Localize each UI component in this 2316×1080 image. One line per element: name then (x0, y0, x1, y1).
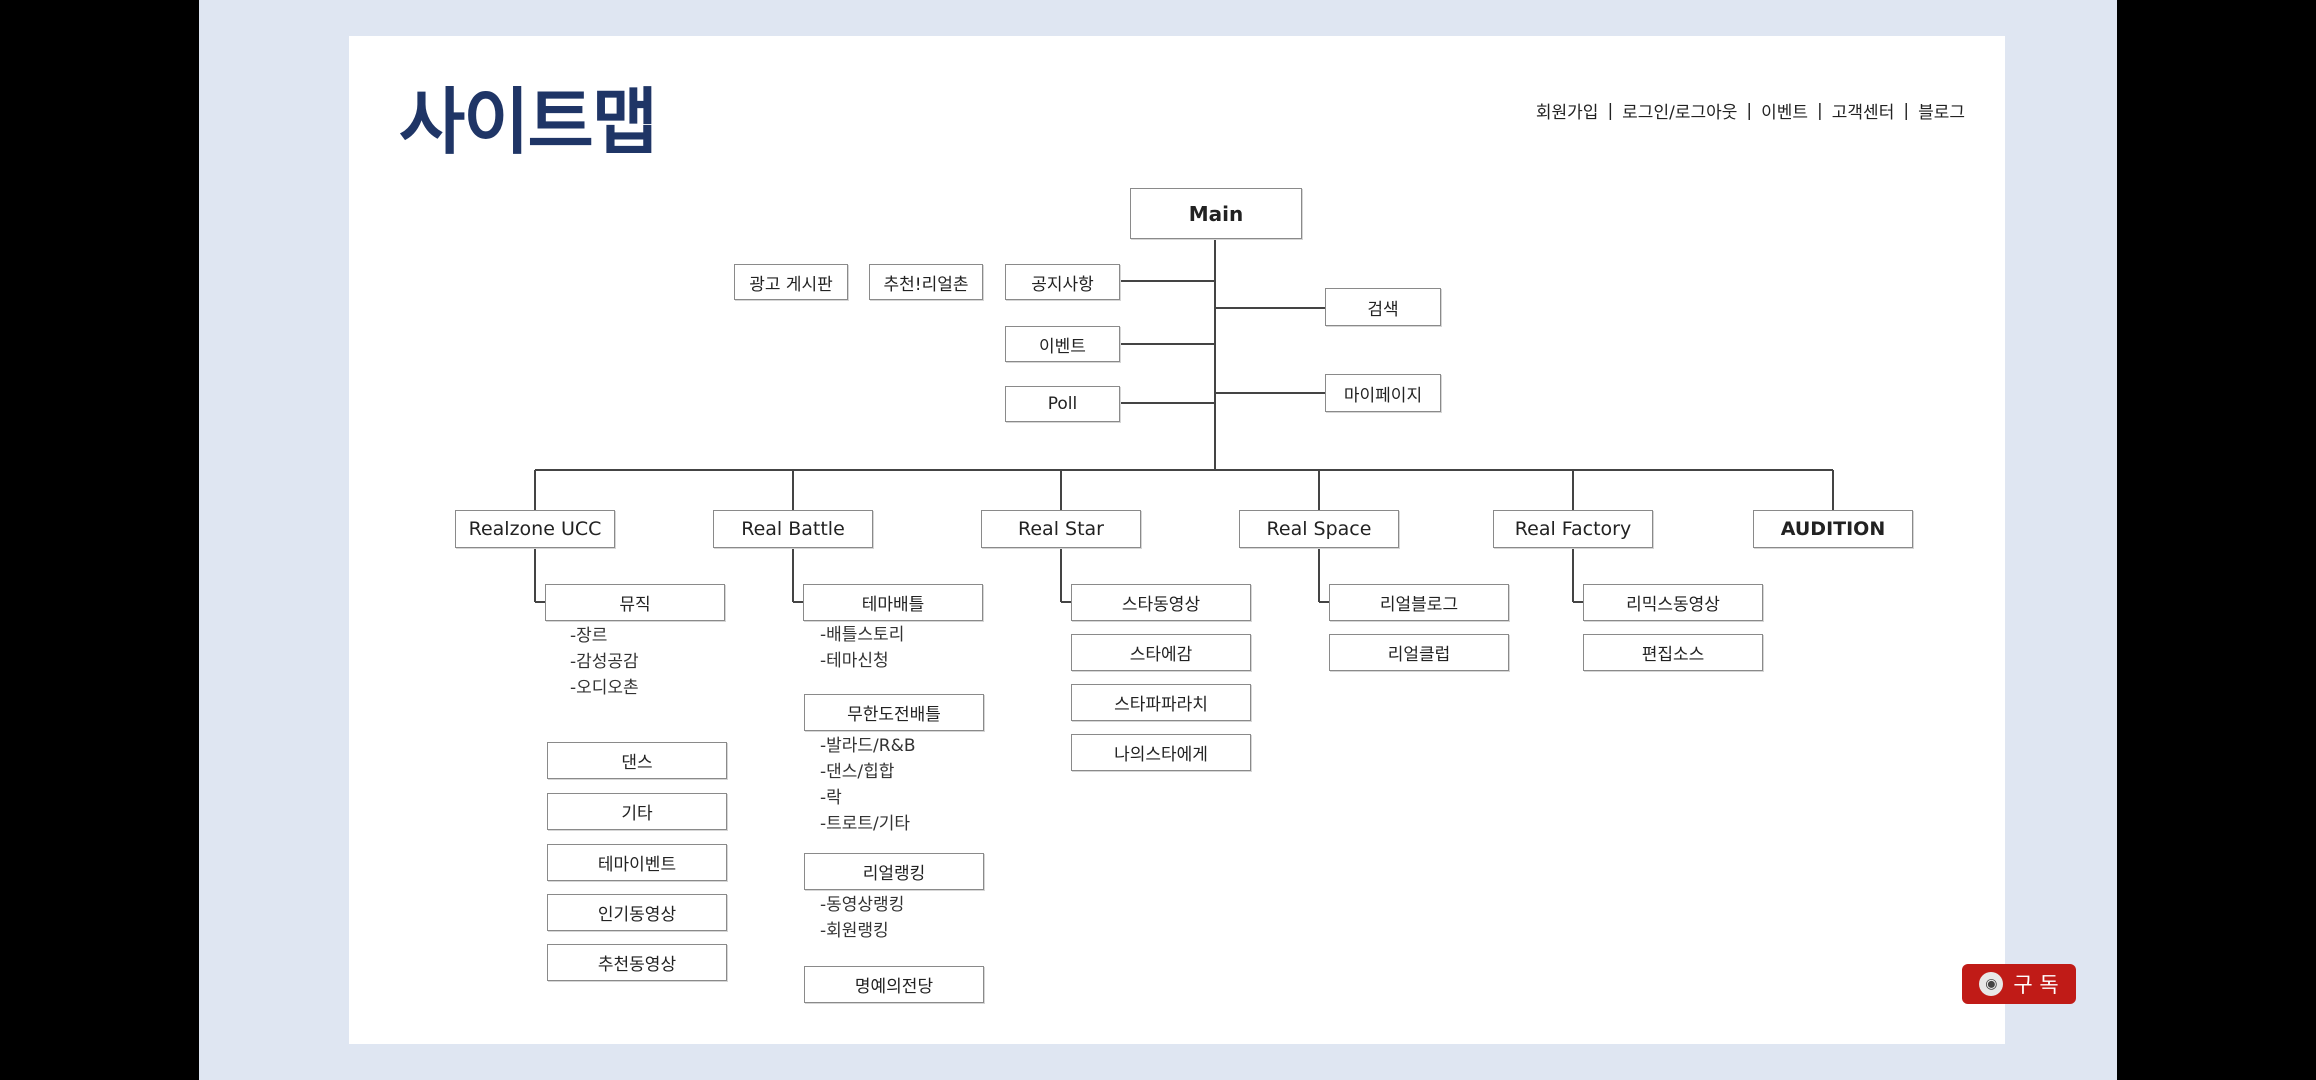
node-remix-video: 리믹스동영상 (1583, 584, 1763, 621)
nav-login-logout[interactable]: 로그인/로그아웃 (1622, 103, 1738, 123)
page-title: 사이트맵 (399, 80, 658, 164)
node-dance: 댄스 (547, 742, 727, 779)
nav-separator: | (1903, 100, 1910, 121)
connector-lines (534, 239, 1834, 603)
cat-real-factory: Real Factory (1493, 510, 1653, 548)
node-infinite-battle: 무한도전배틀 (804, 694, 984, 731)
nav-separator: | (1746, 100, 1753, 121)
node-edit-source: 편집소스 (1583, 634, 1763, 671)
cat-audition: AUDITION (1753, 510, 1913, 548)
node-theme-battle: 테마배틀 (803, 584, 983, 621)
infinite-battle-sub-item: -발라드/R&B (820, 736, 916, 756)
node-etc: 기타 (547, 793, 727, 830)
video-frame: 사이트맵 회원가입 | 로그인/로그아웃 | 이벤트 | 고객센터 | 블로그 (199, 0, 2117, 1080)
subscribe-label: 구 독 (2013, 973, 2059, 997)
infinite-battle-sub-item: -락 (820, 788, 842, 808)
nav-event[interactable]: 이벤트 (1761, 103, 1809, 123)
theme-battle-sub-list: -배틀스토리 -테마신청 (820, 622, 904, 674)
cat-real-star: Real Star (981, 510, 1141, 548)
node-notice: 공지사항 (1005, 264, 1120, 300)
ranking-sub-item: -동영상랭킹 (820, 895, 905, 915)
theme-battle-sub-item: -테마신청 (820, 651, 889, 671)
node-poll: Poll (1005, 386, 1120, 422)
nav-blog[interactable]: 블로그 (1918, 103, 1965, 123)
node-real-club: 리얼클럽 (1329, 634, 1509, 671)
node-real-blog: 리얼블로그 (1329, 584, 1509, 621)
node-star-video: 스타동영상 (1071, 584, 1251, 621)
nav-customer-center[interactable]: 고객센터 (1831, 103, 1895, 123)
subscribe-button[interactable]: ◉ 구 독 (1962, 964, 2076, 1004)
node-main: Main (1130, 188, 1302, 239)
music-sub-list: -장르 -감성공감 -오디오촌 (570, 623, 639, 701)
music-sub-item: -오디오촌 (570, 678, 639, 698)
node-recommend-realzone: 추천!리얼촌 (869, 264, 983, 300)
node-music: 뮤직 (545, 584, 725, 621)
node-popular-video: 인기동영상 (547, 894, 727, 931)
infinite-battle-sub-item: -트로트/기타 (820, 814, 911, 834)
node-star-feel: 스타에감 (1071, 634, 1251, 671)
node-mypage: 마이페이지 (1325, 374, 1441, 412)
music-sub-item: -감성공감 (570, 652, 639, 672)
node-to-my-star: 나의스타에게 (1071, 734, 1251, 771)
node-ad-board: 광고 게시판 (734, 264, 848, 300)
cat-real-space: Real Space (1239, 510, 1399, 548)
subscribe-avatar-icon: ◉ (1979, 972, 2004, 996)
node-search: 검색 (1325, 288, 1441, 326)
node-event: 이벤트 (1005, 326, 1120, 362)
cat-realzone-ucc: Realzone UCC (455, 510, 615, 548)
ranking-sub-list: -동영상랭킹 -회원랭킹 (820, 892, 904, 944)
top-nav: 회원가입 | 로그인/로그아웃 | 이벤트 | 고객센터 | 블로그 (1535, 98, 1965, 124)
node-star-paparazzi: 스타파파라치 (1071, 684, 1251, 721)
infinite-battle-sub-list: -발라드/R&B -댄스/힙합 -락 -트로트/기타 (820, 733, 916, 837)
nav-separator: | (1817, 100, 1823, 121)
sitemap-slide: 사이트맵 회원가입 | 로그인/로그아웃 | 이벤트 | 고객센터 | 블로그 (349, 36, 2005, 1044)
node-theme-event: 테마이벤트 (547, 844, 727, 881)
nav-separator: | (1607, 100, 1614, 121)
music-sub-item: -장르 (570, 626, 608, 646)
cat-real-battle: Real Battle (713, 510, 873, 548)
nav-signup[interactable]: 회원가입 (1535, 103, 1599, 123)
ranking-sub-item: -회원랭킹 (820, 921, 889, 941)
node-real-ranking: 리얼랭킹 (804, 853, 984, 890)
theme-battle-sub-item: -배틀스토리 (820, 625, 905, 645)
node-recommend-video: 추천동영상 (547, 944, 727, 981)
infinite-battle-sub-item: -댄스/힙합 (820, 762, 895, 782)
node-hall-of-fame: 명예의전당 (804, 966, 984, 1003)
